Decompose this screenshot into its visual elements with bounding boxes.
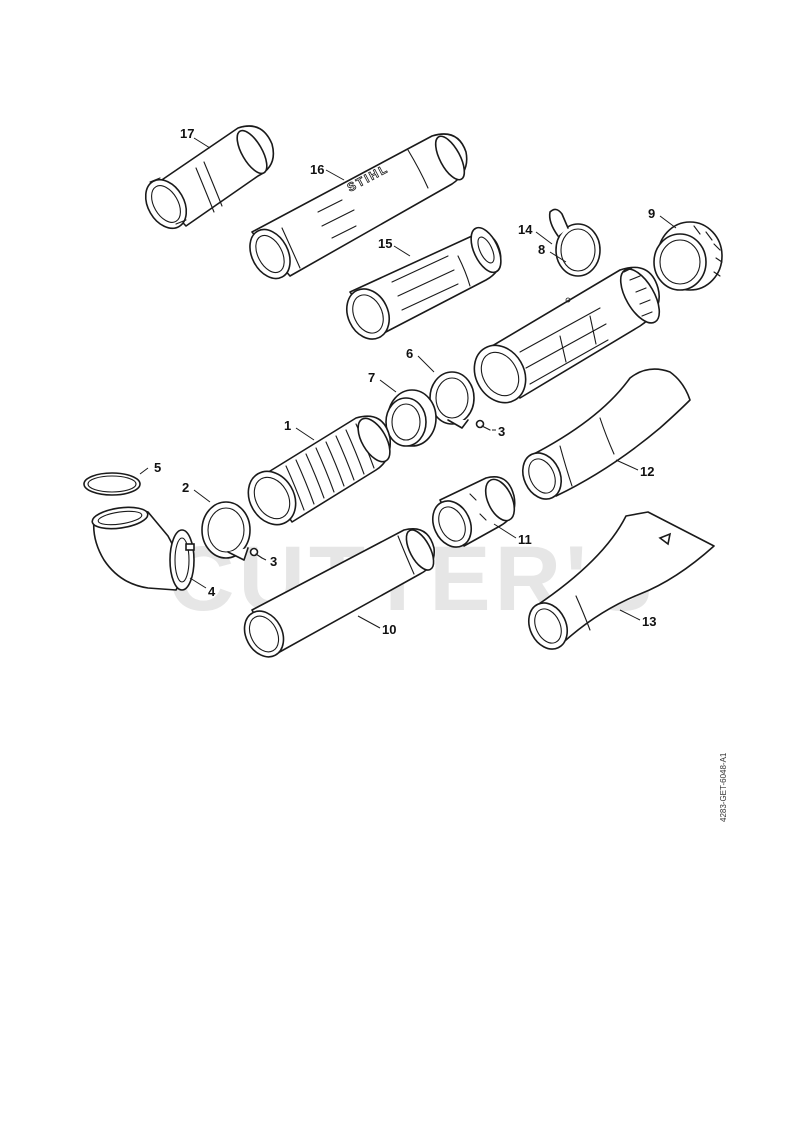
callout-6: 6 — [406, 346, 413, 361]
callout-13: 13 — [642, 614, 656, 629]
callout-3-lower: 3 — [270, 554, 277, 569]
callout-14: 14 — [518, 222, 533, 237]
callout-17: 17 — [180, 126, 194, 141]
part-12-nozzle[interactable] — [516, 368, 691, 505]
callout-5: 5 — [154, 460, 161, 475]
part-14-strap[interactable] — [548, 208, 601, 277]
callout-16: 16 — [310, 162, 324, 177]
callout-10: 10 — [382, 622, 396, 637]
callout-1: 1 — [284, 418, 291, 433]
part-2-clamp[interactable] — [201, 501, 251, 561]
part-6-clamp[interactable] — [429, 371, 475, 429]
part-13-flat-nozzle[interactable] — [522, 511, 715, 655]
part-3-screw-lower[interactable] — [249, 547, 263, 559]
callout-9: 9 — [648, 206, 655, 221]
part-4-elbow[interactable] — [91, 504, 195, 591]
callout-12: 12 — [640, 464, 654, 479]
part-17-tube[interactable] — [137, 125, 275, 236]
part-3-screw-upper[interactable] — [475, 419, 491, 431]
part-5-o-ring[interactable] — [83, 472, 141, 496]
callout-4: 4 — [208, 584, 216, 599]
part-7-ring[interactable] — [385, 389, 437, 447]
part-1-hose[interactable] — [239, 413, 396, 533]
callout-8: 8 — [538, 242, 545, 257]
part-11-adapter[interactable] — [426, 475, 521, 553]
callout-15: 15 — [378, 236, 392, 251]
leader-lines — [139, 137, 677, 629]
callout-11: 11 — [518, 532, 532, 547]
part-15-tube[interactable] — [339, 223, 507, 346]
callout-7: 7 — [368, 370, 375, 385]
part-8-tube[interactable] — [464, 263, 667, 412]
callouts: 17 16 15 14 9 8 6 7 3 1 5 2 3 4 12 11 10… — [154, 126, 656, 637]
document-reference: 4283-GET-6048-A1 — [719, 752, 728, 822]
part-10-tube[interactable] — [237, 526, 439, 664]
callout-3-upper: 3 — [498, 424, 505, 439]
part-9-nut[interactable] — [653, 221, 723, 291]
callout-2: 2 — [182, 480, 189, 495]
